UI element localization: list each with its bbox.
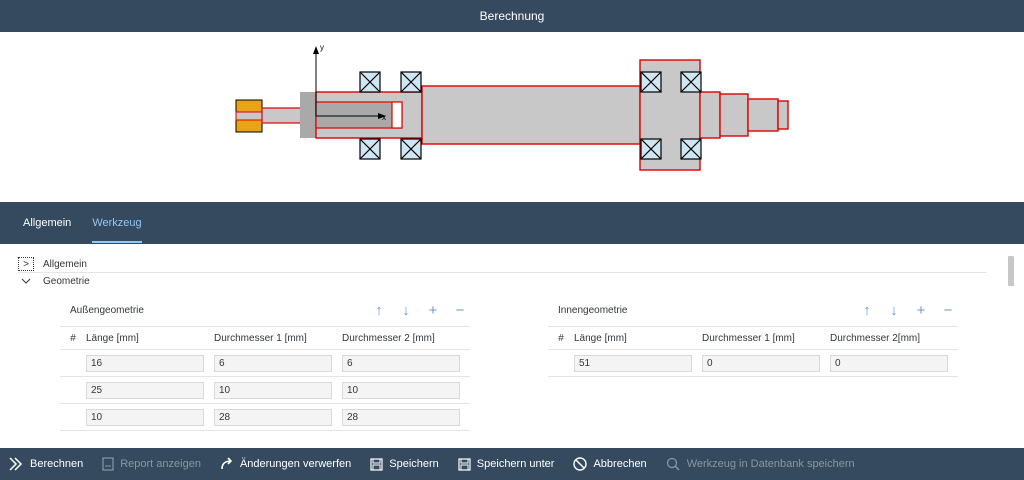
table-row: 10 28 28 xyxy=(60,404,470,431)
button-label: Speichern unter xyxy=(476,458,555,470)
arrow-down-icon[interactable]: ↓ xyxy=(890,301,898,319)
document-icon xyxy=(102,457,114,471)
column-header: Länge [mm] xyxy=(574,332,627,344)
button-label: Abbrechen xyxy=(593,458,647,470)
diameter2-input[interactable]: 28 xyxy=(342,408,460,426)
length-input[interactable]: 51 xyxy=(574,354,692,372)
cancel-icon xyxy=(573,457,588,471)
chevron-right-icon[interactable]: > xyxy=(18,257,34,271)
remove-row-icon[interactable]: − xyxy=(455,301,465,319)
button-label: Änderungen verwerfen xyxy=(239,458,352,470)
diameter1-input[interactable]: 0 xyxy=(702,354,820,372)
diameter2-input[interactable]: 10 xyxy=(342,381,460,399)
chuck-bottom xyxy=(235,119,263,133)
footer-toolbar: Berechnen Report anzeigen Änderungen ver… xyxy=(0,448,1024,480)
diameter2-input[interactable]: 6 xyxy=(342,354,460,372)
chuck-top xyxy=(235,99,263,113)
tab-label: Werkzeug xyxy=(92,217,142,229)
database-search-icon xyxy=(666,457,680,471)
report-button[interactable]: Report anzeigen xyxy=(102,457,201,471)
tab-content: > Allgemein Geometrie Außengeometrie ↑ ↓… xyxy=(0,244,1024,448)
diameter1-input[interactable]: 6 xyxy=(214,354,332,372)
save-icon xyxy=(370,457,383,471)
diameter1-input[interactable]: 10 xyxy=(214,381,332,399)
save-as-button[interactable]: Speichern unter xyxy=(458,457,555,471)
discard-changes-button[interactable]: Änderungen verwerfen xyxy=(220,457,351,471)
divider xyxy=(18,272,987,273)
tab-bar: Allgemein Werkzeug xyxy=(0,202,1024,244)
tree-node-label: Geometrie xyxy=(43,275,90,287)
length-input[interactable]: 25 xyxy=(86,381,204,399)
table-header: # Länge [mm] Durchmesser 1 [mm] Durchmes… xyxy=(60,326,470,350)
column-header: Durchmesser 1 [mm] xyxy=(702,332,795,344)
save-button[interactable]: Speichern xyxy=(370,457,439,471)
shaft-diagram: y x xyxy=(235,43,789,171)
column-header: # xyxy=(70,332,76,344)
add-row-icon[interactable]: + xyxy=(916,301,926,319)
save-tool-to-database-button[interactable]: Werkzeug in Datenbank speichern xyxy=(666,457,855,471)
table-row: 16 6 6 xyxy=(60,350,470,377)
outer-geometry-panel: Außengeometrie ↑ ↓ + − # Länge [mm] Durc… xyxy=(60,298,470,431)
bore xyxy=(315,101,403,129)
tree-node-label: Allgemein xyxy=(43,258,87,270)
inner-geometry-panel: Innengeometrie ↑ ↓ + − # Länge [mm] Durc… xyxy=(548,298,958,377)
bearings xyxy=(359,71,702,160)
diameter2-input[interactable]: 0 xyxy=(830,354,948,372)
vertical-scrollbar[interactable] xyxy=(1008,256,1014,286)
berechnen-button[interactable]: Berechnen xyxy=(8,457,83,471)
arrow-up-icon[interactable]: ↑ xyxy=(863,301,871,319)
table-row: 25 10 10 xyxy=(60,377,470,404)
arrow-up-icon[interactable]: ↑ xyxy=(375,301,383,319)
cancel-button[interactable]: Abbrechen xyxy=(573,457,647,471)
button-label: Report anzeigen xyxy=(120,458,201,470)
tab-werkzeug[interactable]: Werkzeug xyxy=(92,202,142,244)
length-input[interactable]: 10 xyxy=(86,408,204,426)
redo-icon xyxy=(221,457,233,470)
remove-row-icon[interactable]: − xyxy=(943,301,953,319)
column-header: Länge [mm] xyxy=(86,332,139,344)
column-header: Durchmesser 2[mm] xyxy=(830,332,921,344)
run-icon xyxy=(9,457,23,471)
length-input[interactable]: 16 xyxy=(86,354,204,372)
inner-geometry-title: Innengeometrie xyxy=(558,304,628,316)
tree-node-allgemein[interactable]: > Allgemein xyxy=(18,256,87,272)
tree-node-geometrie[interactable]: Geometrie xyxy=(18,273,90,289)
column-header: Durchmesser 2 [mm] xyxy=(342,332,435,344)
title-bar: Berechnung xyxy=(0,0,1024,32)
column-header: Durchmesser 1 [mm] xyxy=(214,332,307,344)
shaft-segment-1 xyxy=(261,107,303,124)
column-header: # xyxy=(558,332,564,344)
page-title: Berechnung xyxy=(479,9,545,23)
table-header: # Länge [mm] Durchmesser 1 [mm] Durchmes… xyxy=(548,326,958,350)
diameter1-input[interactable]: 28 xyxy=(214,408,332,426)
chevron-down-icon[interactable] xyxy=(18,274,34,288)
tab-allgemein[interactable]: Allgemein xyxy=(23,202,71,244)
table-row: 51 0 0 xyxy=(548,350,958,377)
button-label: Speichern xyxy=(389,458,439,470)
tab-label: Allgemein xyxy=(23,217,72,229)
arrow-down-icon[interactable]: ↓ xyxy=(402,301,410,319)
button-label: Werkzeug in Datenbank speichern xyxy=(686,458,855,470)
outer-geometry-title: Außengeometrie xyxy=(70,304,144,316)
shaft-segment-3 xyxy=(421,85,641,145)
add-row-icon[interactable]: + xyxy=(428,301,438,319)
axis-y-label: y xyxy=(320,43,324,52)
button-label: Berechnen xyxy=(30,458,84,470)
save-icon xyxy=(458,457,471,471)
tool-drawing: y x xyxy=(0,32,1024,202)
axis-x-label: x xyxy=(382,113,386,122)
